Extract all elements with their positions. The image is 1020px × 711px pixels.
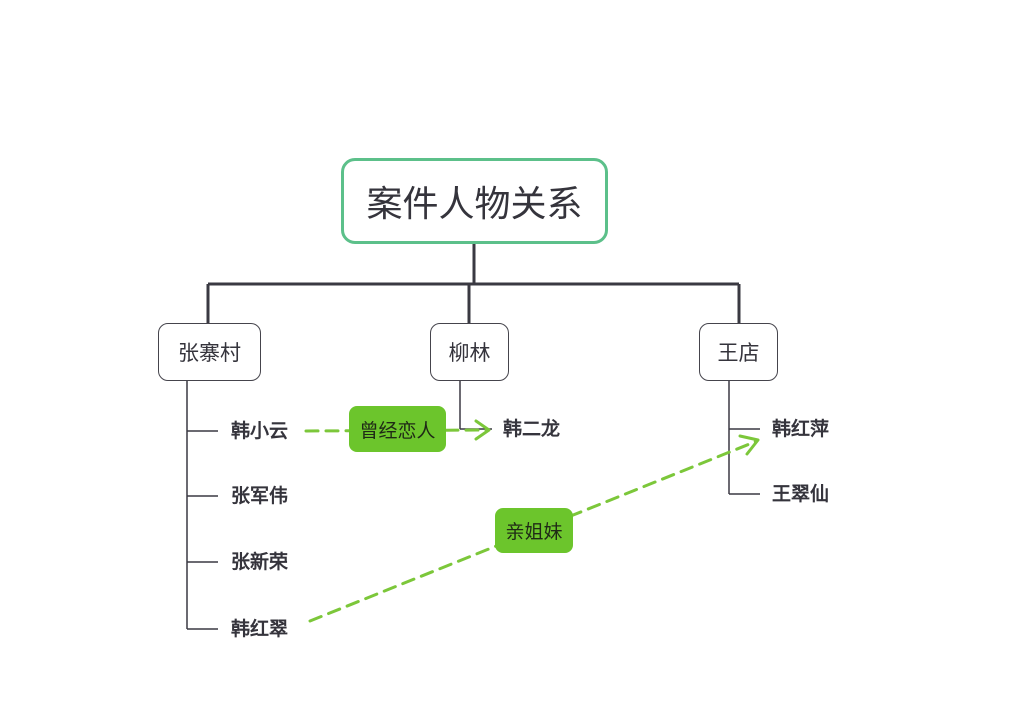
root-node[interactable]: 案件人物关系	[341, 158, 608, 244]
member-node[interactable]: 韩红萍	[772, 418, 830, 440]
group-node-wangdian[interactable]: 王店	[699, 323, 778, 381]
group-node-liulin[interactable]: 柳林	[430, 323, 509, 381]
relation-2-arrowhead	[738, 434, 760, 456]
member-node[interactable]: 韩小云	[231, 420, 289, 442]
relation-tag[interactable]: 亲姐妹	[495, 508, 573, 553]
member-node[interactable]: 张军伟	[231, 485, 289, 507]
group-label: 柳林	[448, 341, 491, 365]
group-label: 张寨村	[178, 341, 241, 365]
member-node[interactable]: 韩二龙	[503, 418, 561, 440]
relation-label: 曾经恋人	[359, 419, 436, 442]
relation-tag[interactable]: 曾经恋人	[349, 406, 446, 452]
relation-label: 亲姐妹	[505, 521, 563, 543]
root-label: 案件人物关系	[366, 184, 583, 225]
member-node[interactable]: 韩红翠	[231, 618, 289, 640]
member-node[interactable]: 张新荣	[231, 551, 289, 573]
relation-1-arrowhead	[474, 419, 491, 441]
group-node-zhangzhaicun[interactable]: 张寨村	[158, 323, 261, 381]
member-node[interactable]: 王翠仙	[772, 483, 830, 505]
group-label: 王店	[717, 341, 760, 365]
